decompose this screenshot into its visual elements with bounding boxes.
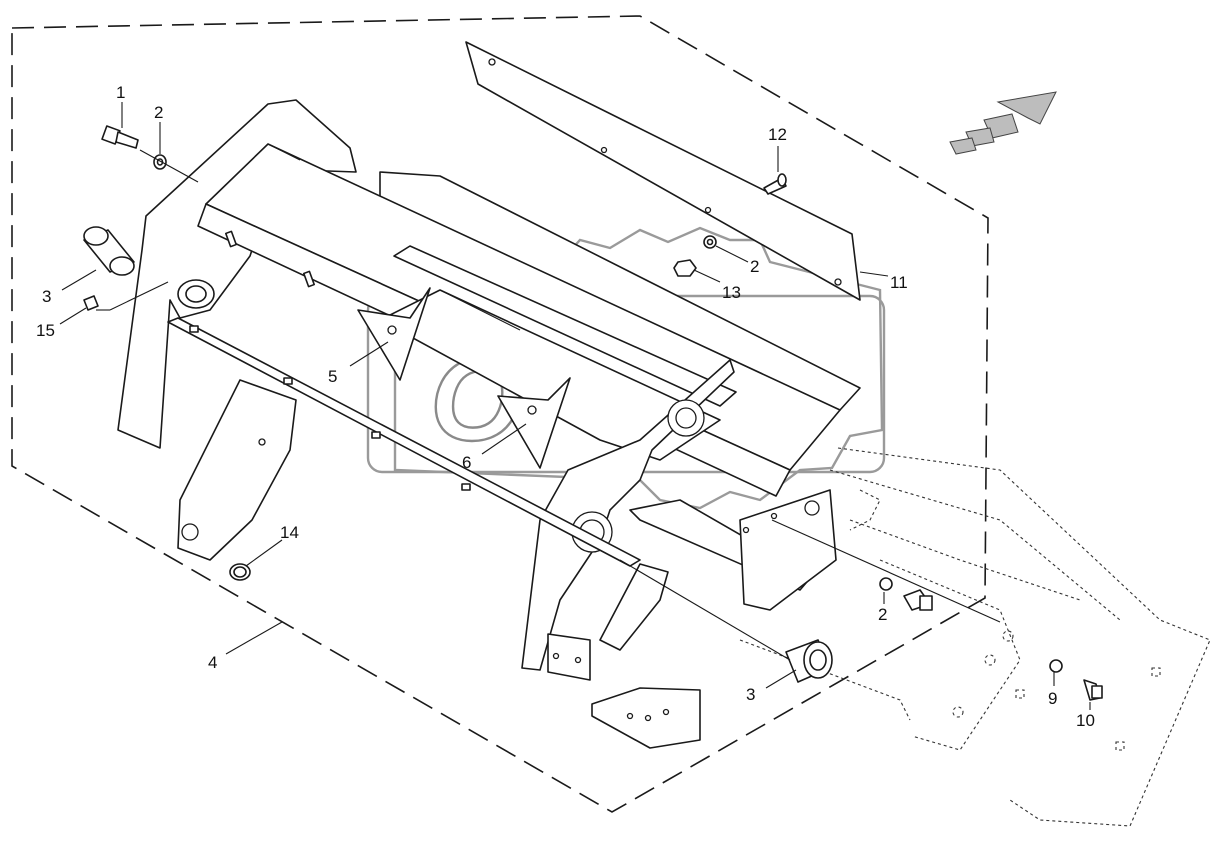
grease-nipple-15 [83,295,99,311]
washer-2-right [879,577,893,591]
lower-left-bracket [177,379,297,561]
bolt-2-right [903,589,933,611]
tie-rod [167,317,641,567]
washer-2-top-inner [706,238,714,246]
bolt-axis-left [139,149,199,183]
gusset-6 [497,377,571,469]
bolt-axis-right [771,519,1001,623]
leader-15c [109,281,169,311]
bushing-left-frame [177,279,215,309]
callout-3a: 3 [42,287,51,306]
inner-channel [379,245,737,461]
callout-13: 13 [722,283,741,302]
washer-14-inner [233,566,247,578]
end-bracket [629,489,837,611]
top-plate-11 [465,41,861,301]
leader-13 [693,269,721,283]
callout-12: 12 [768,125,787,144]
callout-6: 6 [462,453,471,472]
leader-3a [61,269,97,291]
bolt-10 [1083,679,1103,701]
nut-13 [673,259,697,277]
assembly-boundary [11,15,989,813]
leader-6 [481,423,527,455]
leader-3b [765,669,797,689]
callout-2c: 2 [878,605,887,624]
direction-arrow-icon [949,91,1057,155]
leader-14 [245,539,283,567]
callout-15: 15 [36,321,55,340]
leader-4 [225,621,283,655]
washer-9 [1049,659,1063,673]
callout-5: 5 [328,367,337,386]
callout-3b: 3 [746,685,755,704]
leader-5 [349,341,389,367]
callout-2b: 2 [750,257,759,276]
bushing-3-right [785,639,833,683]
callout-2a: 2 [154,103,163,122]
lower-mount-plates [547,563,701,749]
right-frame-plate [521,359,735,671]
callout-10: 10 [1076,711,1095,730]
callout-11: 11 [890,273,908,292]
bushing-3-left [83,226,135,276]
bolt-1 [101,125,139,149]
gusset-5 [357,287,431,381]
leader-2b [715,245,749,263]
leader-15 [59,307,87,325]
bolt-12 [763,173,787,195]
callout-4: 4 [208,653,217,672]
leader-11 [859,271,889,277]
callout-9: 9 [1048,689,1057,708]
callout-1: 1 [116,83,125,102]
bushing-axis-right [619,559,791,661]
callout-14: 14 [280,523,299,542]
